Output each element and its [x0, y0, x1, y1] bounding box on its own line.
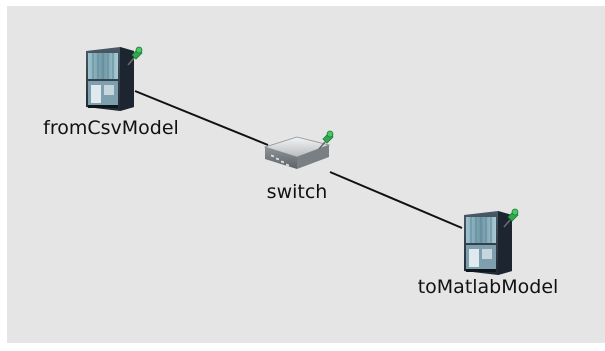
node-fromcsvmodel[interactable] [85, 46, 143, 112]
network-switch-icon [264, 136, 330, 170]
link-switch-tomatlabmodel[interactable] [329, 171, 463, 229]
node-tomatlabmodel[interactable] [463, 208, 519, 276]
server-icon [85, 46, 135, 112]
node-switch[interactable] [264, 130, 334, 170]
link-fromcsvmodel-switch[interactable] [134, 90, 269, 146]
server-icon [463, 210, 513, 276]
node-label-tomatlabmodel: toMatlabModel [417, 276, 559, 298]
node-label-switch: switch [266, 181, 328, 203]
node-label-fromcsvmodel: fromCsvModel [43, 117, 179, 139]
